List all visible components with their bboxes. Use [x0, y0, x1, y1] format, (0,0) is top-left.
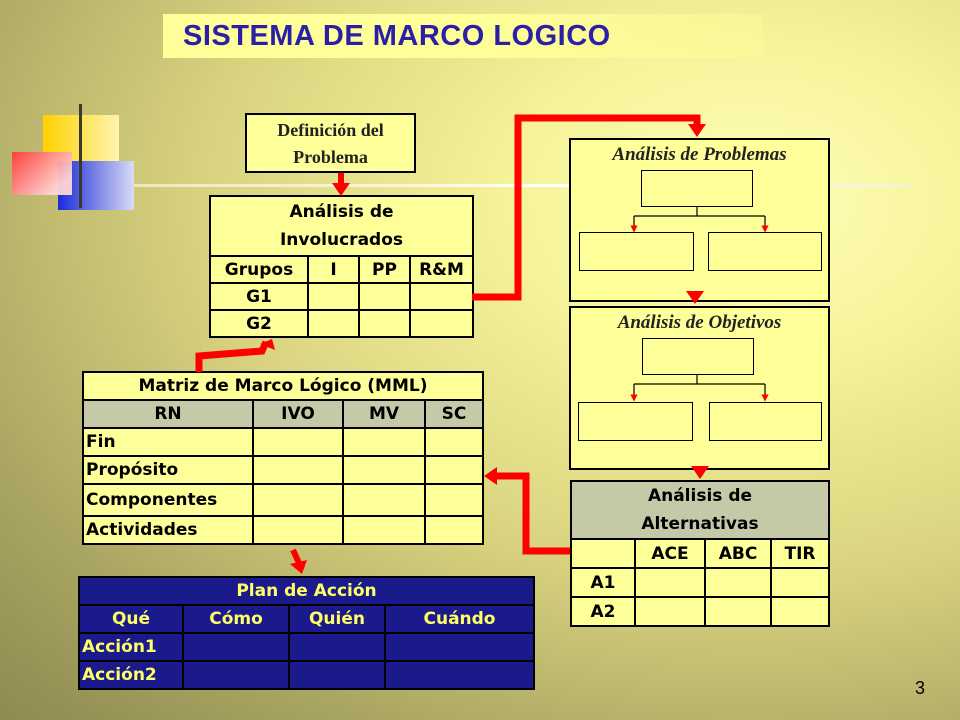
mml-table: Matriz de Marco Lógico (MML) RN IVO MV S…	[82, 371, 484, 545]
table-cell	[424, 455, 484, 485]
alternativas-title-line2: Alternativas	[641, 514, 759, 534]
plan-header: Cómo	[182, 604, 290, 634]
plan-accion-table: Plan de Acción Qué Cómo Quién Cuándo Acc…	[78, 576, 535, 690]
table-cell	[770, 567, 830, 598]
alternativas-row-label: A1	[570, 567, 636, 598]
table-cell	[252, 427, 344, 457]
table-cell	[770, 596, 830, 627]
involucrados-title: Análisis de Involucrados	[209, 195, 474, 257]
alternativas-row-label: A2	[570, 596, 636, 627]
analisis-objetivos-title: Análisis de Objetivos	[617, 312, 782, 333]
table-cell	[384, 632, 535, 662]
table-cell	[424, 515, 484, 545]
table-cell	[288, 632, 386, 662]
plan-header: Qué	[78, 604, 184, 634]
table-cell	[342, 427, 426, 457]
table-cell	[409, 309, 474, 338]
decor-vertical-line	[79, 104, 82, 208]
table-cell	[358, 282, 411, 311]
problem-tree-connectors	[630, 206, 769, 233]
mml-row-label: Propósito	[82, 455, 254, 485]
problem-tree-child-left	[579, 232, 694, 271]
table-cell	[342, 483, 426, 517]
mml-header: SC	[424, 399, 484, 429]
alternativas-header: ACE	[634, 538, 706, 569]
involucrados-row-label: G2	[209, 309, 309, 338]
table-cell	[342, 515, 426, 545]
table-cell	[252, 483, 344, 517]
objective-tree-child-left	[578, 402, 693, 441]
analisis-problemas-title: Análisis de Problemas	[612, 144, 787, 165]
mml-row-label: Componentes	[82, 483, 254, 517]
objective-tree-child-right	[709, 402, 822, 441]
table-cell	[384, 660, 535, 690]
table-cell	[288, 660, 386, 690]
arrow-involucrados-mml	[195, 339, 275, 372]
involucrados-title-line2: Involucrados	[279, 230, 404, 250]
arrow-alternativas-mml	[484, 467, 570, 555]
objective-tree-root	[642, 338, 754, 375]
table-cell	[252, 515, 344, 545]
page-title: SISTEMA DE MARCO LOGICO	[183, 20, 611, 52]
arrow-involucrados-problemas	[472, 114, 706, 301]
table-cell	[358, 309, 411, 338]
objective-tree-connectors	[630, 374, 769, 402]
alternativas-title: Análisis de Alternativas	[570, 480, 830, 540]
involucrados-header: Grupos	[209, 255, 309, 284]
table-cell	[182, 632, 290, 662]
title-bar	[163, 14, 763, 58]
table-cell	[704, 567, 772, 598]
analisis-objetivos-box: Análisis de Objetivos	[569, 306, 830, 470]
table-cell	[424, 483, 484, 517]
mml-title: Matriz de Marco Lógico (MML)	[82, 371, 484, 401]
table-cell	[252, 455, 344, 485]
mml-header: MV	[342, 399, 426, 429]
definicion-line1: Definición del	[277, 120, 384, 140]
involucrados-row-label: G1	[209, 282, 309, 311]
table-cell	[307, 282, 360, 311]
definicion-line2: Problema	[293, 147, 368, 167]
plan-row-label: Acción2	[78, 660, 184, 690]
arrow-definicion-involucrados	[332, 173, 350, 196]
arrow-mml-plan	[290, 548, 307, 574]
involucrados-header: PP	[358, 255, 411, 284]
mml-row-label: Fin	[82, 427, 254, 457]
involucrados-table: Análisis de Involucrados Grupos I PP R&M…	[209, 195, 474, 338]
table-cell	[409, 282, 474, 311]
divider-line	[48, 184, 910, 187]
decor-red-square	[12, 152, 72, 195]
involucrados-header: I	[307, 255, 360, 284]
mml-header: IVO	[252, 399, 344, 429]
alternativas-header: TIR	[770, 538, 830, 569]
arrow-objetivos-alternativas	[691, 466, 709, 479]
plan-header: Quién	[288, 604, 386, 634]
arrow-problemas-objetivos	[686, 291, 704, 304]
mml-row-label: Actividades	[82, 515, 254, 545]
plan-header: Cuándo	[384, 604, 535, 634]
involucrados-header: R&M	[409, 255, 474, 284]
involucrados-title-line1: Análisis de	[289, 202, 394, 222]
table-cell	[182, 660, 290, 690]
plan-row-label: Acción1	[78, 632, 184, 662]
mml-header: RN	[82, 399, 254, 429]
table-cell	[424, 427, 484, 457]
alternativas-table: Análisis de Alternativas ACE ABC TIR A1 …	[570, 480, 830, 627]
table-cell	[342, 455, 426, 485]
alternativas-header: ABC	[704, 538, 772, 569]
alternativas-title-line1: Análisis de	[647, 486, 753, 506]
table-cell	[570, 538, 636, 569]
table-cell	[634, 567, 706, 598]
table-cell	[307, 309, 360, 338]
page-number: 3	[915, 678, 926, 698]
plan-title: Plan de Acción	[78, 576, 535, 606]
table-cell	[704, 596, 772, 627]
definicion-problema-box: Definición del Problema	[245, 113, 416, 173]
table-cell	[634, 596, 706, 627]
